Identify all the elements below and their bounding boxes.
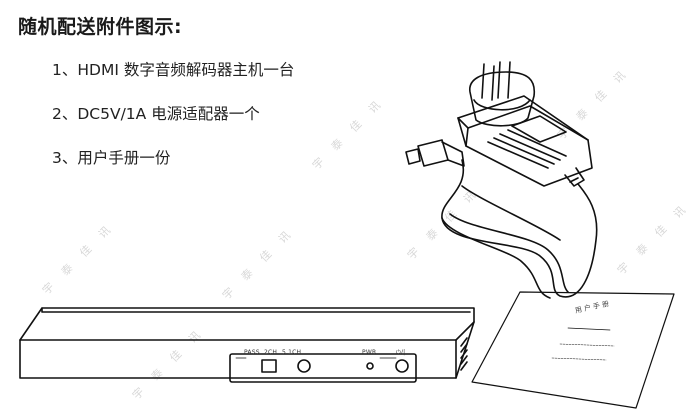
power-symbol-label: ⏻/|: [396, 349, 406, 356]
pwr-label: PWR: [362, 349, 377, 356]
decoder-unit-image: [19, 307, 475, 383]
ch2-label: 2CH: [264, 349, 278, 356]
page-title: 随机配送附件图示:: [18, 16, 183, 38]
user-manual-image: [471, 291, 675, 409]
accessory-item-decoder: 1、HDMI 数字音频解码器主机一台: [52, 61, 295, 79]
power-adapter-image: [405, 61, 598, 299]
accessory-item-power-adapter: 2、DC5V/1A 电源适配器一个: [52, 105, 260, 123]
pass-label: PASS: [244, 349, 260, 356]
ch51-label: 5.1CH: [282, 349, 302, 356]
accessory-item-manual: 3、用户手册一份: [52, 149, 171, 167]
